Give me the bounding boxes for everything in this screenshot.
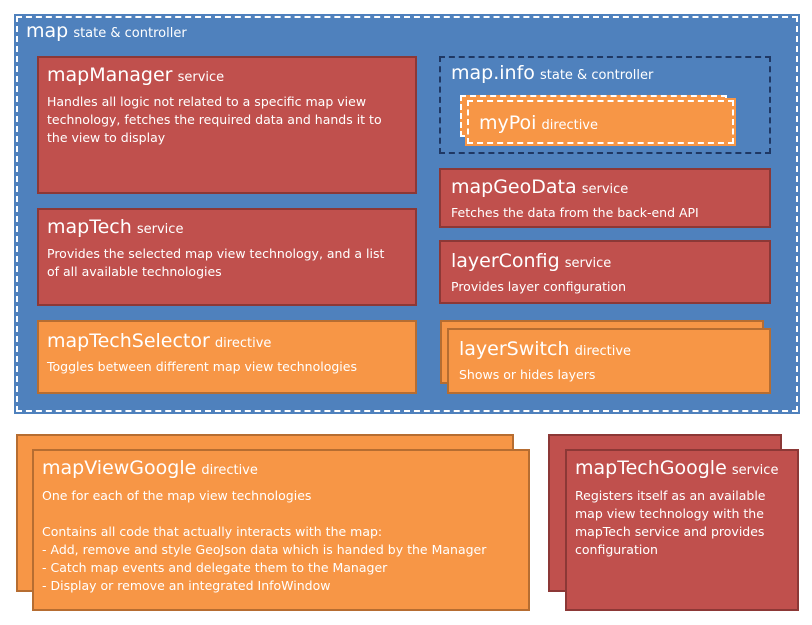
layerconfig-description: Provides layer configuration (451, 278, 626, 296)
map-kind: state & controller (73, 26, 187, 41)
mypoi-box: myPoi directive (465, 98, 736, 146)
maptechselector-description: Toggles between different map view techn… (47, 358, 357, 376)
mypoi-kind: directive (541, 118, 598, 133)
description-line: mapTech service and provides (575, 524, 765, 539)
description-line: Toggles between different map view techn… (47, 359, 357, 374)
maptech-box: mapTech service Provides the selected ma… (37, 208, 417, 306)
description-line: One for each of the map view technologie… (42, 488, 312, 503)
mapviewgoogle-kind: directive (201, 463, 258, 478)
mapviewgoogle-description: One for each of the map view technologie… (42, 487, 486, 595)
layerswitch-box: layerSwitch directive Shows or hides lay… (447, 328, 771, 394)
mapgeodata-kind: service (581, 182, 629, 197)
maptech-description: Provides the selected map view technolog… (47, 245, 384, 281)
maptechselector-name: mapTechSelector (47, 330, 210, 352)
maptechselector-kind: directive (214, 336, 272, 351)
layerconfig-name: layerConfig (451, 250, 560, 272)
mapinfo-name: map.info (451, 62, 535, 84)
map-title: map state & controller (26, 20, 187, 42)
description-line: map view technology with the (575, 506, 764, 521)
description-line: configuration (575, 542, 658, 557)
mapmanager-box: mapManager service Handles all logic not… (37, 56, 417, 194)
description-line: the view to display (47, 130, 166, 145)
maptechgoogle-kind: service (731, 463, 779, 478)
maptechgoogle-box: mapTechGoogle service Registers itself a… (565, 449, 799, 611)
mapgeodata-box: mapGeoData service Fetches the data from… (439, 168, 771, 228)
mapmanager-kind: service (177, 70, 225, 85)
maptechselector-box: mapTechSelector directive Toggles betwee… (37, 320, 417, 394)
layerswitch-kind: directive (574, 344, 632, 359)
mapviewgoogle-box: mapViewGoogle directive One for each of … (32, 449, 530, 611)
layerconfig-box: layerConfig service Provides layer confi… (439, 240, 771, 304)
description-line: Shows or hides layers (459, 367, 596, 382)
map-name: map (26, 20, 69, 42)
mapmanager-description: Handles all logic not related to a speci… (47, 93, 382, 147)
description-line: - Display or remove an integrated InfoWi… (42, 578, 331, 593)
description-line: - Add, remove and style GeoJson data whi… (42, 542, 487, 557)
description-line: Fetches the data from the back-end API (451, 205, 699, 220)
layerswitch-description: Shows or hides layers (459, 366, 595, 384)
mapgeodata-name: mapGeoData (451, 176, 577, 198)
maptechgoogle-description: Registers itself as an available map vie… (575, 487, 766, 559)
layerswitch-name: layerSwitch (459, 338, 570, 360)
mapmanager-name: mapManager (47, 64, 173, 86)
description-line: Provides layer configuration (451, 279, 627, 294)
mypoi-name: myPoi (479, 112, 537, 134)
description-line: technology, fetches the required data an… (47, 112, 382, 127)
description-line: - Catch map events and delegate them to … (42, 560, 388, 575)
mapinfo-box: map.info state & controller (439, 56, 771, 154)
description-line (42, 505, 486, 523)
description-line: Provides the selected map view technolog… (47, 246, 385, 261)
layerconfig-kind: service (564, 256, 612, 271)
mapgeodata-description: Fetches the data from the back-end API (451, 204, 699, 222)
description-line: of all available technologies (47, 264, 222, 279)
description-line: Handles all logic not related to a speci… (47, 94, 367, 109)
description-line: Registers itself as an available (575, 488, 766, 503)
maptech-name: mapTech (47, 216, 132, 238)
mapinfo-kind: state & controller (539, 68, 654, 83)
maptechgoogle-name: mapTechGoogle (575, 457, 727, 479)
mapviewgoogle-name: mapViewGoogle (42, 457, 197, 479)
description-line: Contains all code that actually interact… (42, 524, 383, 539)
maptech-kind: service (136, 222, 184, 237)
